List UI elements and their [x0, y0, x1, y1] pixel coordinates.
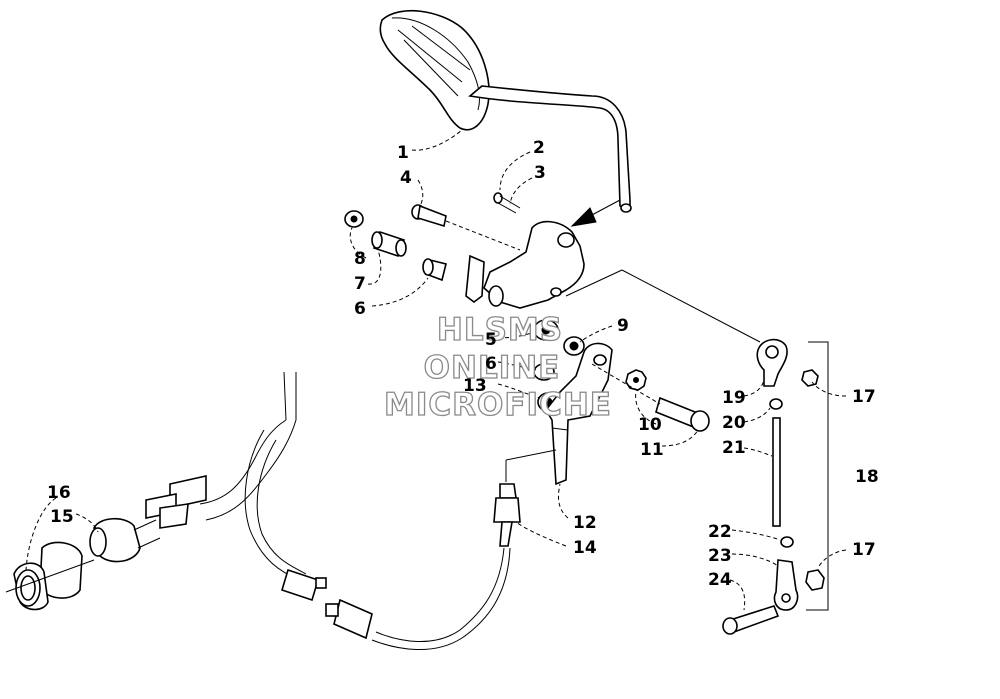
neutral-switch-part	[325, 449, 557, 650]
callout-22: 22	[708, 522, 732, 542]
callout-8: 8	[354, 249, 366, 269]
callout-2: 2	[533, 138, 545, 158]
bushing-long-part	[371, 230, 407, 258]
callout-18: 18	[855, 467, 879, 487]
shift-arm-part	[545, 342, 613, 486]
bolt-part	[411, 204, 521, 251]
direction-arrow	[570, 199, 621, 227]
bushing-short-part	[422, 258, 447, 282]
callout-13: 13	[463, 376, 487, 396]
callout-6b: 6	[485, 354, 497, 374]
callout-24: 24	[708, 570, 732, 590]
boot-part	[5, 541, 95, 611]
watermark-line-3: MICROFICHE	[384, 387, 612, 423]
callout-6a: 6	[354, 299, 366, 319]
watermark-line-1: HLSMS	[437, 312, 563, 348]
pivot-bracket-part	[465, 220, 585, 309]
shoulder-bolt-part	[591, 363, 710, 432]
shift-handle-part	[379, 9, 632, 213]
callout-20: 20	[722, 413, 746, 433]
callout-11: 11	[640, 440, 664, 460]
watermark-line-2: ONLINE	[424, 350, 561, 386]
washer-stack-part	[533, 319, 585, 412]
leader-lines	[25, 129, 847, 611]
callout-15: 15	[50, 507, 74, 527]
callouts: 1 2 3 4 8 7 6 5 6 13 9 10 11 12 14 16 15…	[47, 138, 879, 590]
watermark: HLSMS ONLINE MICROFICHE	[383, 311, 612, 423]
callout-9: 9	[617, 316, 629, 336]
washer-part	[344, 210, 364, 228]
wiring-harness-part	[145, 371, 327, 602]
callout-14: 14	[573, 538, 597, 558]
switch-plug-part	[89, 517, 161, 563]
assembly-bracket-18	[806, 341, 829, 611]
star-washer-part	[625, 369, 647, 391]
callout-17b: 17	[852, 540, 876, 560]
callout-4: 4	[400, 168, 412, 188]
callout-10: 10	[638, 415, 662, 435]
callout-12: 12	[573, 513, 597, 533]
callout-16: 16	[47, 483, 71, 503]
callout-1: 1	[397, 143, 409, 163]
callout-19: 19	[722, 388, 746, 408]
callout-17a: 17	[852, 387, 876, 407]
clevis-pin-part	[493, 192, 521, 214]
callout-21: 21	[722, 438, 746, 458]
callout-5: 5	[485, 330, 497, 350]
callout-23: 23	[708, 546, 732, 566]
shift-rod-linkage-part	[565, 269, 825, 635]
callout-7: 7	[354, 274, 366, 294]
callout-3: 3	[534, 163, 546, 183]
